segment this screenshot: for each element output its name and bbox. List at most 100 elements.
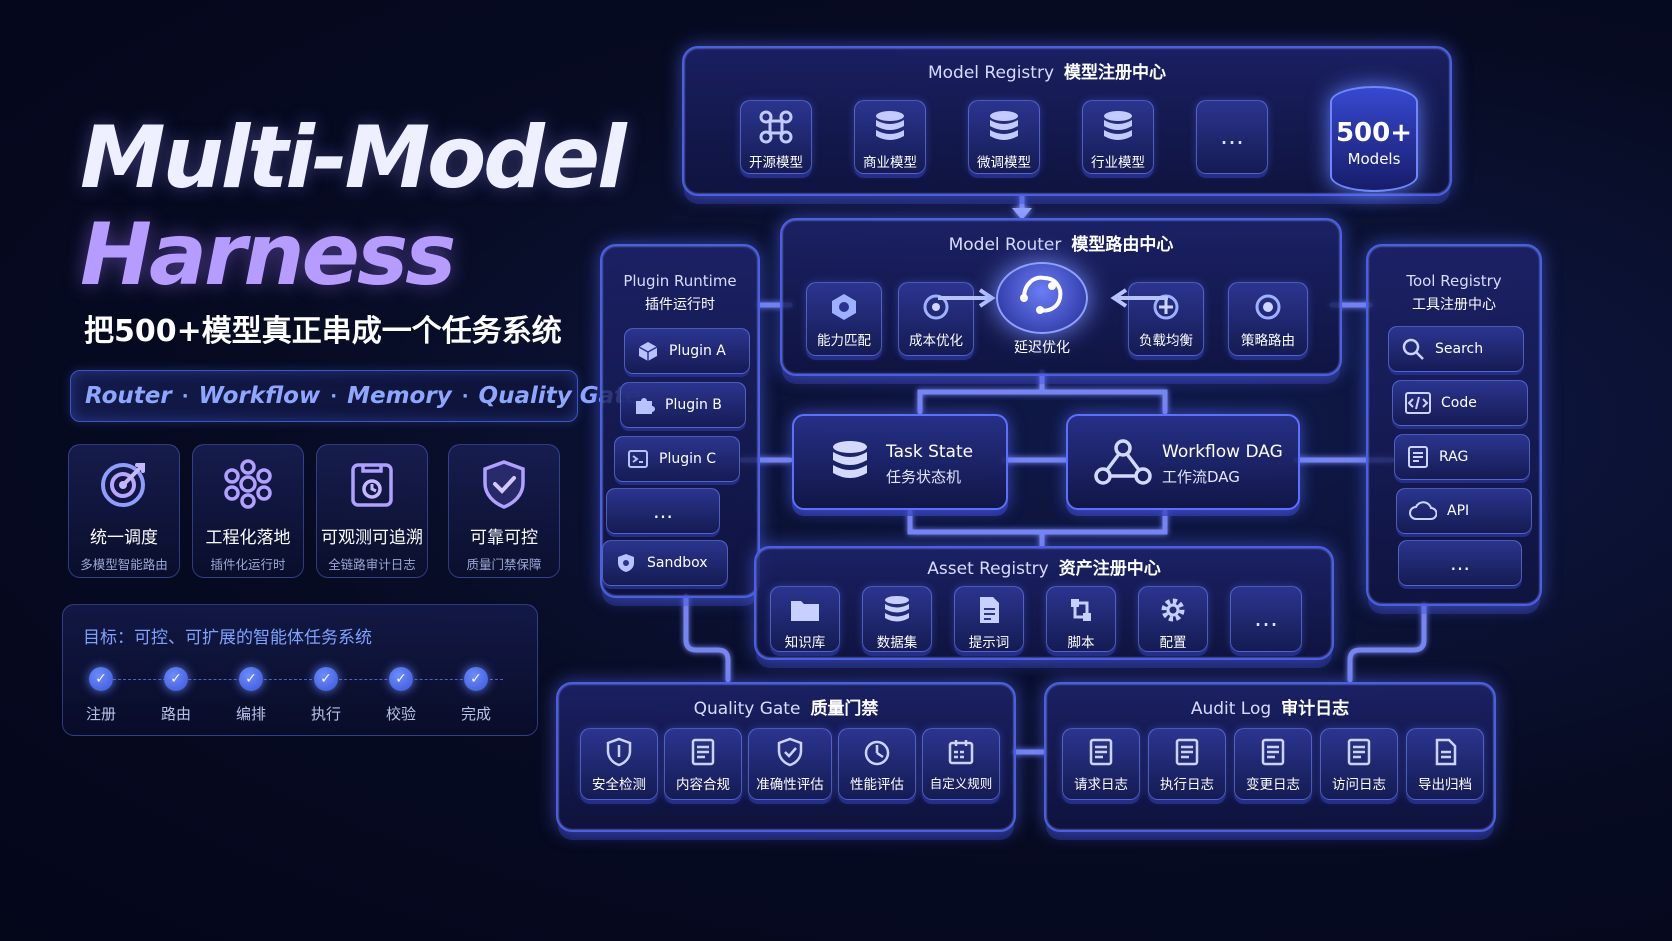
database-icon (990, 111, 1018, 140)
tile-finetuned-models[interactable]: 微调模型 (968, 100, 1040, 174)
audit-change-log[interactable]: 变更日志 (1234, 728, 1312, 800)
more-icon: … (1254, 604, 1278, 632)
check-icon: ✓ (239, 667, 263, 691)
goal-step: ✓执行 (301, 667, 351, 724)
audit-export-archive[interactable]: 导出归档 (1406, 728, 1484, 800)
tag-separator: · (181, 385, 189, 407)
check-icon: ✓ (389, 667, 413, 691)
feature-subtitle: 插件化运行时 (210, 557, 286, 572)
router-cost-optimize[interactable]: 成本优化 (898, 282, 974, 356)
asset-knowledge-base[interactable]: 知识库 (770, 586, 840, 652)
tag-bar: Router · Workflow · Memory · Quality Gat… (70, 370, 641, 422)
tile-industry-models[interactable]: 行业模型 (1082, 100, 1154, 174)
tool-more[interactable]: … (1398, 540, 1522, 586)
command-icon (759, 110, 793, 144)
hexagon-icon (832, 294, 856, 320)
tag-router: Router (85, 383, 172, 409)
feature-card-scheduling: 统一调度 多模型智能路由 (68, 444, 180, 578)
target-icon (101, 463, 145, 507)
log-document-icon (1175, 738, 1199, 766)
asset-prompts[interactable]: 提示词 (954, 586, 1024, 652)
document-icon (691, 738, 715, 766)
tool-registry-panel: Tool Registry 工具注册中心 Search Code RAG API… (1366, 244, 1542, 606)
hero-subtitle: 把500+模型真正串成一个任务系统 (84, 314, 562, 349)
database-icon (1104, 111, 1132, 140)
plugin-runtime-panel: Plugin Runtime 插件运行时 Plugin A Plugin B P… (600, 244, 760, 598)
calendar-rules-icon (948, 740, 974, 765)
plugin-runtime-title: Plugin Runtime 插件运行时 (623, 272, 737, 313)
tag-separator: · (330, 385, 338, 407)
tile-commercial-models[interactable]: 商业模型 (854, 100, 926, 174)
router-load-balance[interactable]: 负载均衡 (1128, 282, 1204, 356)
tool-code[interactable]: Code (1392, 380, 1528, 426)
more-icon: … (653, 499, 673, 523)
audit-access-log[interactable]: 访问日志 (1320, 728, 1398, 800)
plugin-more[interactable]: … (606, 488, 720, 534)
goal-step: ✓注册 (76, 667, 126, 724)
qg-security-check[interactable]: 安全检测 (580, 728, 658, 800)
goal-step: ✓路由 (151, 667, 201, 724)
asset-dataset[interactable]: 数据集 (862, 586, 932, 652)
archive-document-icon (1435, 738, 1457, 766)
plugin-c[interactable]: Plugin C (614, 436, 740, 482)
shield-icon (606, 737, 632, 767)
more-icon: … (1220, 122, 1244, 150)
check-icon: ✓ (89, 667, 113, 691)
router-hub[interactable] (996, 262, 1088, 334)
asset-scripts[interactable]: 脚本 (1046, 586, 1116, 652)
goal-panel: 目标：可控、可扩展的智能体任务系统 ✓注册 ✓路由 ✓编排 ✓执行 ✓校验 ✓完… (62, 604, 538, 736)
search-icon (1402, 338, 1424, 360)
tool-api[interactable]: API (1396, 488, 1532, 534)
asset-more[interactable]: … (1230, 586, 1302, 652)
tool-rag[interactable]: RAG (1394, 434, 1530, 480)
qg-custom-rules[interactable]: 自定义规则 (922, 728, 1000, 800)
script-icon (1071, 599, 1091, 621)
feature-card-observability: 可观测可追溯 全链路审计日志 (316, 444, 428, 578)
goal-step: ✓校验 (376, 667, 426, 724)
task-state-box[interactable]: Task State 任务状态机 (792, 414, 1008, 510)
hub-label: 延迟优化 (1014, 340, 1070, 356)
feature-subtitle: 多模型智能路由 (80, 557, 168, 572)
document-list-icon (1408, 446, 1428, 468)
workflow-dag-box[interactable]: Workflow DAG 工作流DAG (1066, 414, 1300, 510)
audit-request-log[interactable]: 请求日志 (1062, 728, 1140, 800)
plugin-sandbox[interactable]: Sandbox (602, 540, 728, 586)
tag-separator: · (461, 385, 469, 407)
tile-open-source-models[interactable]: 开源模型 (740, 100, 812, 174)
feature-title: 工程化落地 (205, 528, 291, 548)
task-state-subtitle: 任务状态机 (886, 468, 962, 486)
qg-content-compliance[interactable]: 内容合规 (664, 728, 742, 800)
models-count-badge: 500+ Models (1330, 86, 1418, 192)
router-capability-match[interactable]: 能力匹配 (806, 282, 882, 356)
plugin-a[interactable]: Plugin A (624, 328, 750, 374)
settings-icon (1255, 294, 1281, 320)
asset-config[interactable]: 配置 (1138, 586, 1208, 652)
router-policy-route[interactable]: 策略路由 (1228, 282, 1308, 356)
tool-search[interactable]: Search (1388, 326, 1524, 372)
feature-title: 可观测可追溯 (321, 528, 423, 548)
qg-accuracy[interactable]: 准确性评估 (748, 728, 832, 800)
log-document-icon (1347, 738, 1371, 766)
workflow-dag-title: Workflow DAG (1162, 442, 1283, 462)
models-count: 500+ (1335, 118, 1413, 148)
plugin-b[interactable]: Plugin B (620, 382, 746, 428)
qg-performance[interactable]: 性能评估 (838, 728, 916, 800)
folder-icon (791, 601, 819, 621)
shield-icon (618, 554, 634, 572)
tag-memory: Memory (347, 383, 452, 409)
shield-check-icon (483, 460, 525, 509)
feature-title: 统一调度 (90, 528, 158, 548)
audit-execution-log[interactable]: 执行日志 (1148, 728, 1226, 800)
graph-icon (1094, 439, 1152, 485)
tile-more-models[interactable]: … (1196, 100, 1268, 174)
cluster-icon (224, 459, 272, 509)
